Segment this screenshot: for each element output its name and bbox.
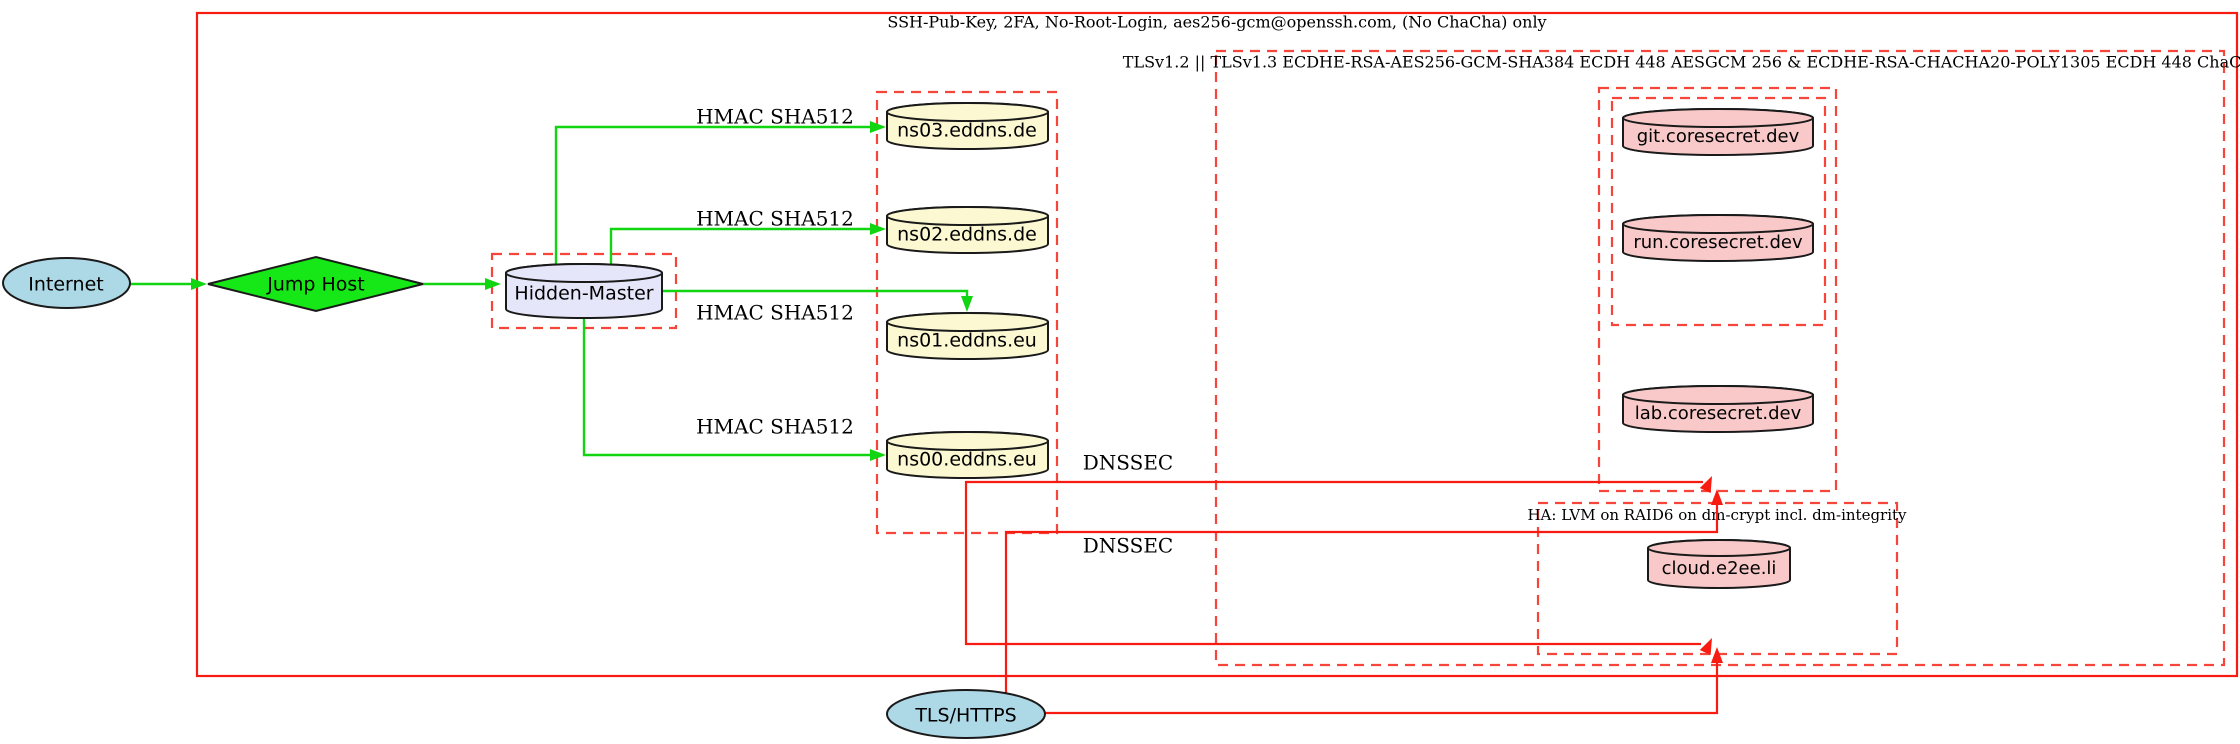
tls-https-node	[886, 689, 1046, 739]
edge-hiddenmaster-ns02	[609, 227, 871, 264]
ns03-node-top	[886, 102, 1049, 122]
tls-https-label: TLS/HTTPS	[914, 705, 1016, 727]
ns02-node-top	[886, 206, 1049, 226]
dnssec-arrowhead-lower	[1699, 638, 1712, 655]
arrowhead-ns00	[870, 449, 886, 461]
arrowhead-ns03	[870, 121, 886, 133]
dnssec-label-1: DNSSEC	[1083, 451, 1174, 475]
jumphost-label: Jump Host	[266, 274, 365, 296]
tls-cluster-box	[1214, 49, 2226, 667]
eddns-cluster-box	[875, 90, 1059, 535]
dnssec-label-2: DNSSEC	[1083, 534, 1174, 558]
hiddenmaster-node-top	[505, 263, 663, 283]
ns00-node-top	[886, 431, 1049, 451]
arrowhead-ns02	[870, 223, 886, 235]
git-node-top	[1622, 108, 1814, 128]
tls-arrowhead-ha	[1711, 647, 1723, 663]
ns03-label: ns03.eddns.de	[897, 120, 1037, 142]
jumphost-node	[207, 255, 424, 313]
tls-edge-to-coresecret	[1004, 503, 1719, 695]
tls-arrowhead-coresecret	[1711, 489, 1723, 505]
run-node-top	[1622, 214, 1814, 234]
dnssec-edge-lines	[964, 480, 1703, 646]
ns02-label: ns02.eddns.de	[897, 224, 1037, 246]
internet-label: Internet	[28, 274, 103, 296]
arrowhead-hiddenmaster	[485, 278, 501, 290]
ns01-label: ns01.eddns.eu	[897, 330, 1037, 352]
hmac-label-ns00: HMAC SHA512	[696, 415, 854, 439]
git-label: git.coresecret.dev	[1637, 126, 1800, 147]
hmac-label-ns02: HMAC SHA512	[696, 207, 854, 231]
ssh-cluster-label: SSH-Pub-Key, 2FA, No-Root-Login, aes256-…	[887, 13, 1546, 32]
edge-hiddenmaster-ns01	[662, 289, 969, 298]
hmac-label-ns01: HMAC SHA512	[696, 301, 854, 325]
run-label: run.coresecret.dev	[1633, 232, 1803, 253]
hmac-label-ns03: HMAC SHA512	[696, 105, 854, 129]
internet-node	[2, 257, 131, 309]
tls-cluster-label: TLSv1.2 || TLSv1.3 ECDHE-RSA-AES256-GCM-…	[1123, 53, 2240, 72]
edge-hiddenmaster-ns00	[582, 318, 871, 457]
coresecret-inner-cluster-box	[1610, 96, 1827, 327]
lab-node-top	[1622, 385, 1814, 405]
ns00-label: ns00.eddns.eu	[897, 449, 1037, 471]
tls-edge-to-ha	[1045, 661, 1719, 715]
cloud-label: cloud.e2ee.li	[1662, 558, 1777, 579]
ssh-cluster-box	[195, 11, 2239, 678]
dnssec-arrowhead-upper	[1699, 476, 1712, 493]
lab-label: lab.coresecret.dev	[1635, 403, 1802, 424]
ns01-node-top	[886, 312, 1049, 332]
arrowhead-jumphost	[191, 278, 207, 290]
cloud-node-top	[1647, 539, 1791, 557]
edge-hiddenmaster-ns03	[554, 125, 871, 264]
coresecret-outer-cluster-box	[1597, 86, 1838, 493]
arrowhead-ns01	[961, 296, 973, 312]
hiddenmaster-label: Hidden-Master	[514, 283, 653, 305]
